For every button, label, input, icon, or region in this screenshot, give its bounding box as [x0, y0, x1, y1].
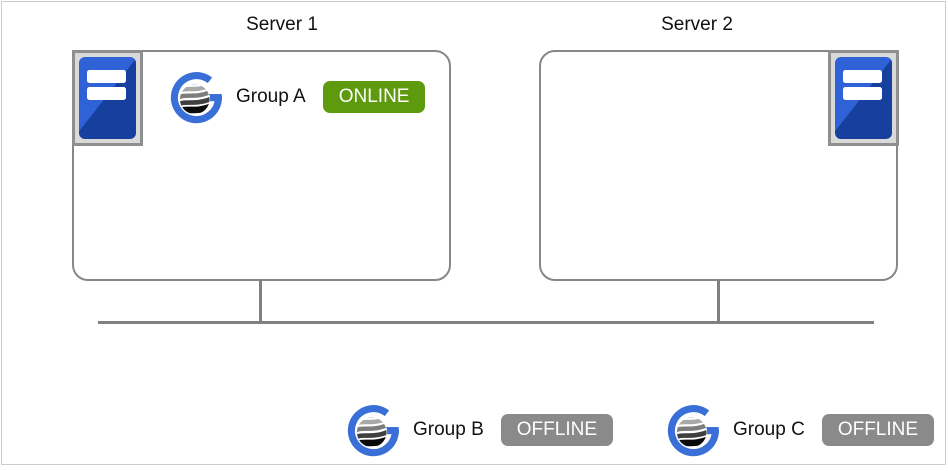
status-badge-offline: OFFLINE	[821, 413, 935, 446]
availability-group-globe-icon	[347, 402, 402, 457]
group-name-label: Group C	[733, 418, 805, 440]
server-1-connector-line	[259, 280, 262, 323]
server-icon-drive-slot	[87, 87, 126, 100]
server-1-title: Server 1	[246, 14, 318, 35]
server-icon-drive-slot	[843, 70, 882, 83]
server-icon-body	[835, 57, 892, 139]
group-row-c: Group C OFFLINE	[667, 401, 935, 458]
server-2-title: Server 2	[661, 14, 733, 35]
group-name-label: Group B	[413, 418, 484, 440]
server-tower-icon	[828, 50, 899, 146]
availability-group-globe-icon	[667, 402, 722, 457]
group-name-label: Group A	[236, 85, 306, 107]
server-2-connector-line	[717, 280, 720, 323]
server-tower-icon	[72, 50, 143, 146]
status-badge-online: ONLINE	[322, 80, 426, 113]
availability-group-globe-icon	[170, 69, 225, 124]
server-icon-drive-slot	[87, 70, 126, 83]
group-row-b: Group B OFFLINE	[347, 401, 613, 458]
status-badge-offline: OFFLINE	[500, 413, 613, 446]
network-bus-line	[98, 321, 874, 324]
server-icon-body	[79, 57, 136, 139]
server-icon-drive-slot	[843, 87, 882, 100]
group-row-a: Group A ONLINE	[170, 68, 426, 125]
